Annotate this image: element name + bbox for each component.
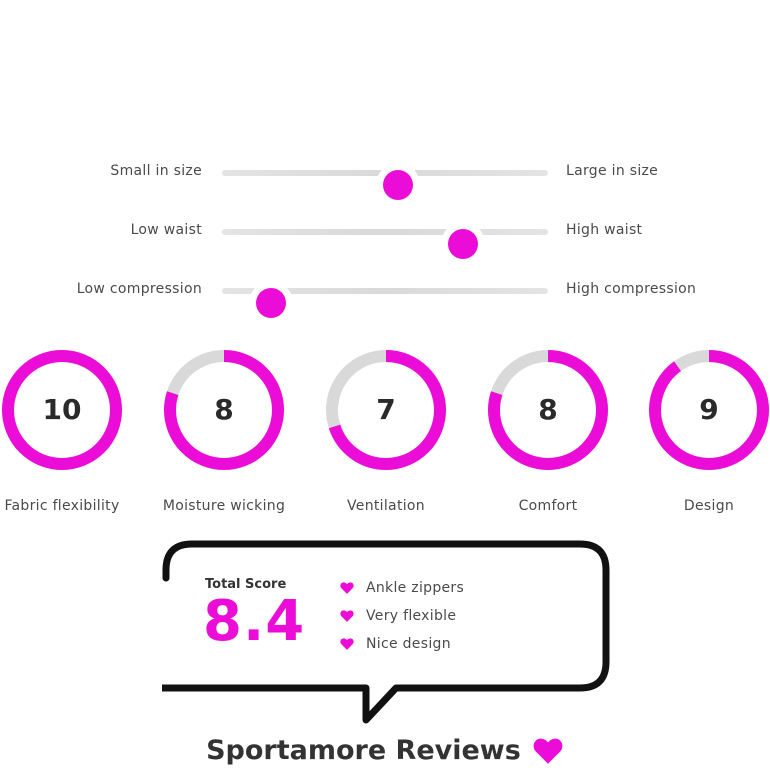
rating-label: Design bbox=[683, 498, 735, 514]
highlight-text: Ankle zippers bbox=[366, 580, 465, 596]
slider-compression-track bbox=[222, 288, 548, 318]
score-speech-bubble bbox=[162, 540, 610, 724]
highlight-item: Ankle zippers bbox=[340, 574, 464, 602]
rating-value: 9 bbox=[699, 393, 719, 426]
slider-compression-left-label: Low compression bbox=[76, 281, 202, 297]
slider-compression-right-label: High compression bbox=[566, 281, 697, 297]
rating-ring-chart bbox=[2, 350, 122, 470]
speech-bubble-corner bbox=[162, 540, 196, 582]
rating-value: 8 bbox=[214, 393, 234, 426]
brand-name: Sportamore Reviews bbox=[206, 735, 521, 766]
speech-bubble-outline bbox=[162, 540, 610, 724]
slider-size-left-label: Small in size bbox=[110, 163, 202, 179]
slider-compression: Low compression High compression bbox=[0, 275, 770, 318]
rating-moisture-wicking: 8 Moisture wicking bbox=[154, 346, 294, 514]
total-score-label: Total Score bbox=[205, 577, 287, 592]
rating-value: 8 bbox=[538, 393, 558, 426]
highlight-item: Very flexible bbox=[340, 602, 464, 630]
rating-fabric-flexibility: 10 Fabric flexibility bbox=[0, 346, 132, 514]
slider-size-thumb bbox=[383, 170, 414, 200]
slider-size-right-label: Large in size bbox=[566, 163, 659, 179]
total-score-value: 8.4 bbox=[203, 589, 306, 654]
highlight-item: Nice design bbox=[340, 630, 464, 658]
rating-ring-progress bbox=[649, 350, 769, 470]
rating-ring-chart bbox=[326, 350, 446, 470]
slider-waist-left-label: Low waist bbox=[130, 222, 202, 238]
brand-footer: Sportamore Reviews bbox=[0, 735, 770, 766]
heart-icon bbox=[533, 738, 563, 764]
slider-size: Small in size Large in size bbox=[0, 157, 770, 200]
rating-label: Moisture wicking bbox=[162, 498, 286, 514]
rating-label: Fabric flexibility bbox=[4, 498, 120, 514]
rating-ring-progress bbox=[488, 350, 608, 470]
rating-rings: 10 Fabric flexibility 8 Moisture wicking… bbox=[0, 346, 770, 526]
rating-comfort: 8 Comfort bbox=[478, 346, 618, 514]
heart-icon bbox=[340, 610, 354, 622]
rating-value: 10 bbox=[42, 393, 82, 426]
slider-waist-thumb bbox=[448, 229, 479, 259]
rating-ring-progress bbox=[326, 350, 446, 470]
heart-icon bbox=[340, 638, 354, 650]
slider-compression-thumb bbox=[255, 288, 286, 318]
rating-ring-chart bbox=[488, 350, 608, 470]
slider-waist: Low waist High waist bbox=[0, 216, 770, 259]
rating-ring-chart bbox=[649, 350, 769, 470]
highlights-list: Ankle zippers Very flexible Nice design bbox=[340, 574, 464, 658]
slider-waist-right-label: High waist bbox=[566, 222, 643, 238]
rating-ring-progress bbox=[2, 350, 122, 470]
rating-value: 7 bbox=[376, 393, 396, 426]
slider-waist-track bbox=[222, 229, 548, 259]
highlight-text: Very flexible bbox=[366, 608, 457, 624]
heart-icon bbox=[340, 582, 354, 594]
rating-ring-progress bbox=[164, 350, 284, 470]
slider-size-track bbox=[222, 170, 548, 200]
rating-label: Ventilation bbox=[347, 498, 425, 514]
highlight-text: Nice design bbox=[366, 636, 451, 652]
rating-label: Comfort bbox=[518, 498, 578, 514]
rating-ring-chart bbox=[164, 350, 284, 470]
rating-design: 9 Design bbox=[639, 346, 770, 514]
rating-ventilation: 7 Ventilation bbox=[316, 346, 456, 514]
